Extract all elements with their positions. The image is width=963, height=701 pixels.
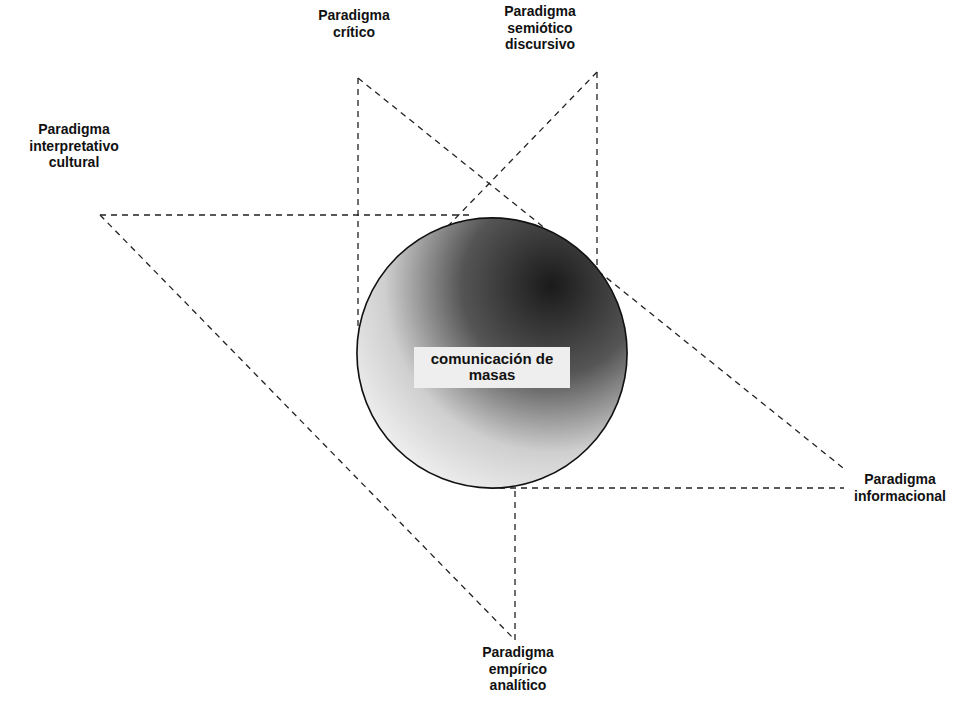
paradigm-label: Paradigma semiótico discursivo (488, 2, 592, 54)
dashed-line (500, 487, 868, 488)
dashed-line (100, 214, 470, 215)
paradigm-label: Paradigma crítico (304, 6, 404, 41)
dashed-line (357, 78, 358, 330)
topic-text: comunicación de masas (414, 347, 570, 388)
paradigm-label: Paradigma empírico analítico (470, 643, 566, 695)
topic-circle: comunicación de masas (355, 216, 629, 490)
paradigm-label: Paradigma informacional (844, 470, 956, 505)
dashed-line (514, 470, 515, 640)
paradigm-label: Paradigma interpretativo cultural (14, 120, 134, 172)
